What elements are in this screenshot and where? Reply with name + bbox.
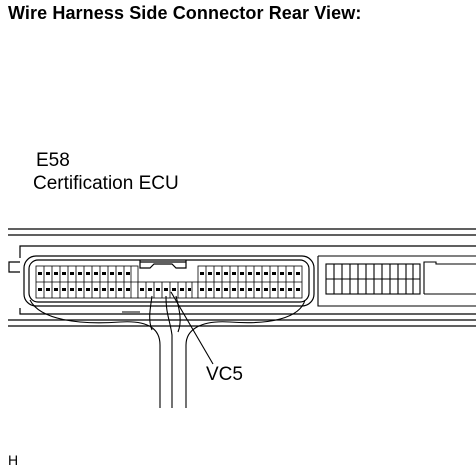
figure-code: H <box>8 452 19 468</box>
pin-number-marks <box>38 272 300 291</box>
harness-wires <box>29 295 306 408</box>
diagram-title: Wire Harness Side Connector Rear View: <box>8 3 362 23</box>
pin-block-right <box>197 265 303 299</box>
pin-vc5-leader <box>170 291 214 365</box>
pin-block-left <box>35 265 139 299</box>
connector-code-label: E58 <box>36 150 70 171</box>
adjacent-connector <box>317 255 476 307</box>
pin-vc5-label: VC5 <box>206 364 243 385</box>
connector-body <box>23 255 315 307</box>
ecu-housing <box>8 228 476 327</box>
connector-name-label: Certification ECU <box>33 173 179 194</box>
